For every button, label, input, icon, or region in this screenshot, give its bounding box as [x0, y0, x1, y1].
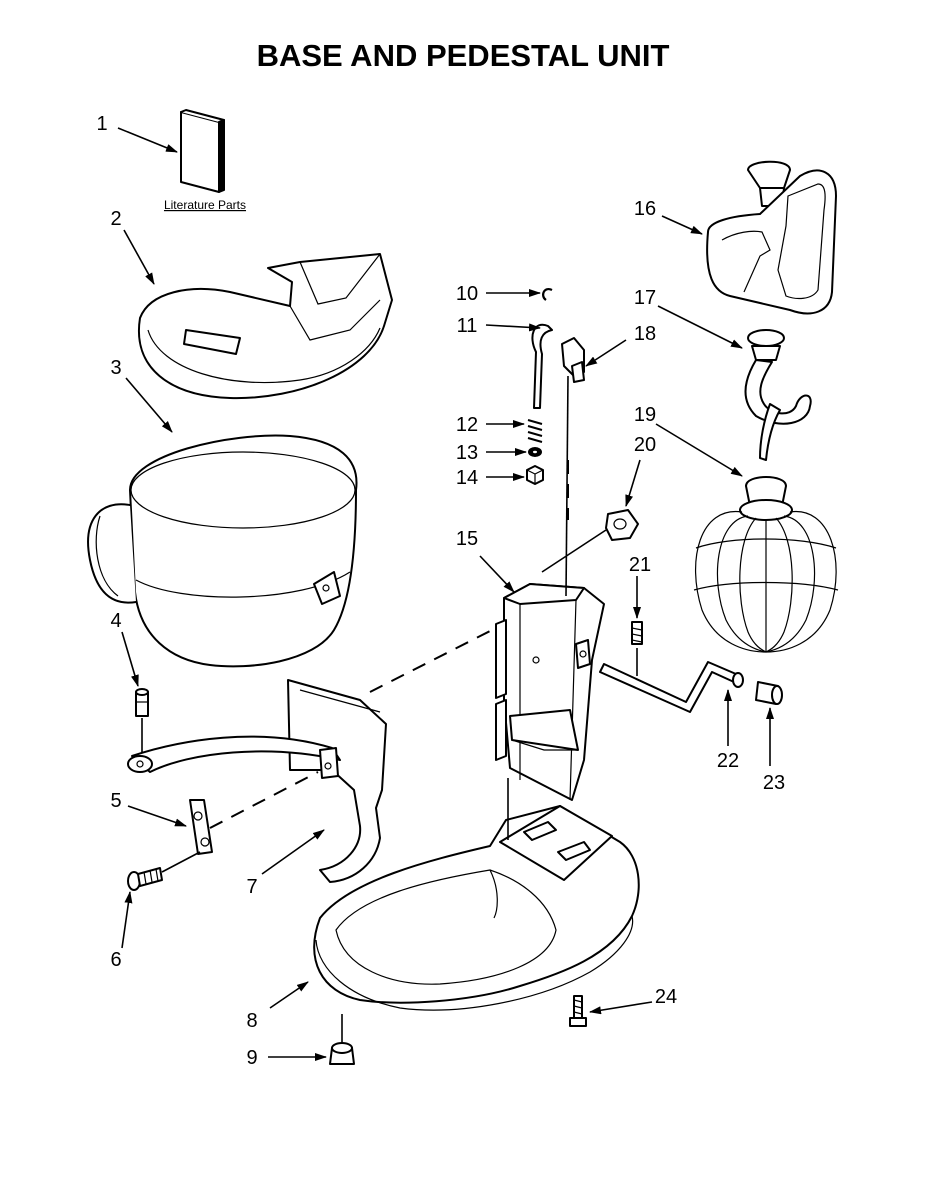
part-label-10: 10	[456, 283, 478, 305]
crank-handle-icon	[599, 661, 744, 713]
part-label-1: 1	[96, 113, 107, 135]
leader-lines	[117, 127, 774, 1061]
part-label-16: 16	[634, 198, 656, 220]
wire-whip-icon	[693, 476, 839, 653]
lift-rod-icon	[531, 323, 553, 409]
part-label-9: 9	[246, 1047, 257, 1069]
part-label-19: 19	[634, 404, 656, 426]
bowl-support-icon	[127, 679, 387, 883]
part-label-20: 20	[634, 434, 656, 456]
part-label-6: 6	[110, 949, 121, 971]
part-label-3: 3	[110, 357, 121, 379]
part-label-11: 11	[457, 315, 478, 337]
part-label-5: 5	[110, 790, 121, 812]
pedestal-column-icon	[495, 583, 605, 801]
bracket-clamp-icon	[189, 799, 213, 855]
nut-icon	[526, 465, 544, 485]
part-label-15: 15	[456, 528, 478, 550]
part-label-12: 12	[456, 414, 478, 436]
assembly-line-bracket-screw	[161, 851, 201, 873]
assembly-line-cam	[541, 529, 607, 573]
part-label-4: 4	[110, 610, 121, 632]
retaining-ring-icon	[542, 288, 553, 301]
part-labels: 1 2 3 4 5 6 7 8 9 10 11 12 13 14 15 16 1…	[96, 113, 785, 1069]
part-label-13: 13	[456, 442, 478, 464]
washer-icon	[528, 447, 542, 457]
part-label-8: 8	[246, 1010, 257, 1032]
part-label-18: 18	[634, 323, 656, 345]
part-label-21: 21	[629, 554, 651, 576]
base-screw-icon	[569, 995, 587, 1027]
assembly-line-support	[369, 627, 497, 693]
part-label-7: 7	[246, 876, 257, 898]
assembly-line-bracket	[209, 771, 319, 829]
part-label-23: 23	[763, 772, 785, 794]
pedestal-base-icon	[313, 805, 640, 1011]
part-label-17: 17	[634, 287, 656, 309]
foot-icon	[329, 1042, 355, 1065]
page-title: BASE AND PEDESTAL UNIT	[257, 38, 670, 73]
part-label-22: 22	[717, 750, 739, 772]
bowl-pin-icon	[135, 688, 149, 717]
screw-icon	[127, 867, 163, 891]
part-label-14: 14	[456, 467, 478, 489]
spring-icon	[527, 419, 543, 443]
part-label-2: 2	[110, 208, 121, 230]
mixing-bowl-icon	[87, 434, 358, 668]
pouring-shield-icon	[137, 253, 393, 400]
flat-beater-icon	[706, 160, 837, 315]
dough-hook-icon	[744, 329, 812, 461]
cam-icon	[605, 509, 639, 541]
literature-booklet-icon	[180, 109, 225, 193]
handle-knob-icon	[755, 681, 783, 705]
set-screw-icon	[631, 621, 643, 645]
part-label-24: 24	[655, 986, 677, 1008]
literature-parts-caption: Literature Parts	[164, 198, 246, 212]
